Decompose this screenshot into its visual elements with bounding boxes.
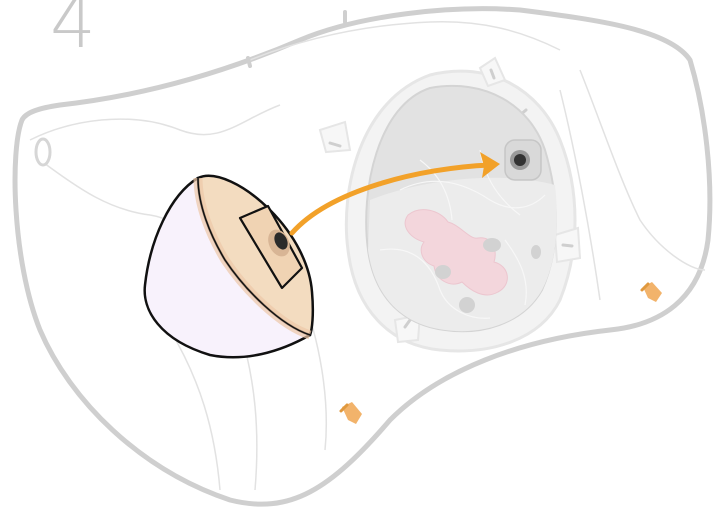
socket-icon <box>505 140 541 180</box>
outline-tick <box>248 58 250 66</box>
left-hole <box>36 139 50 165</box>
